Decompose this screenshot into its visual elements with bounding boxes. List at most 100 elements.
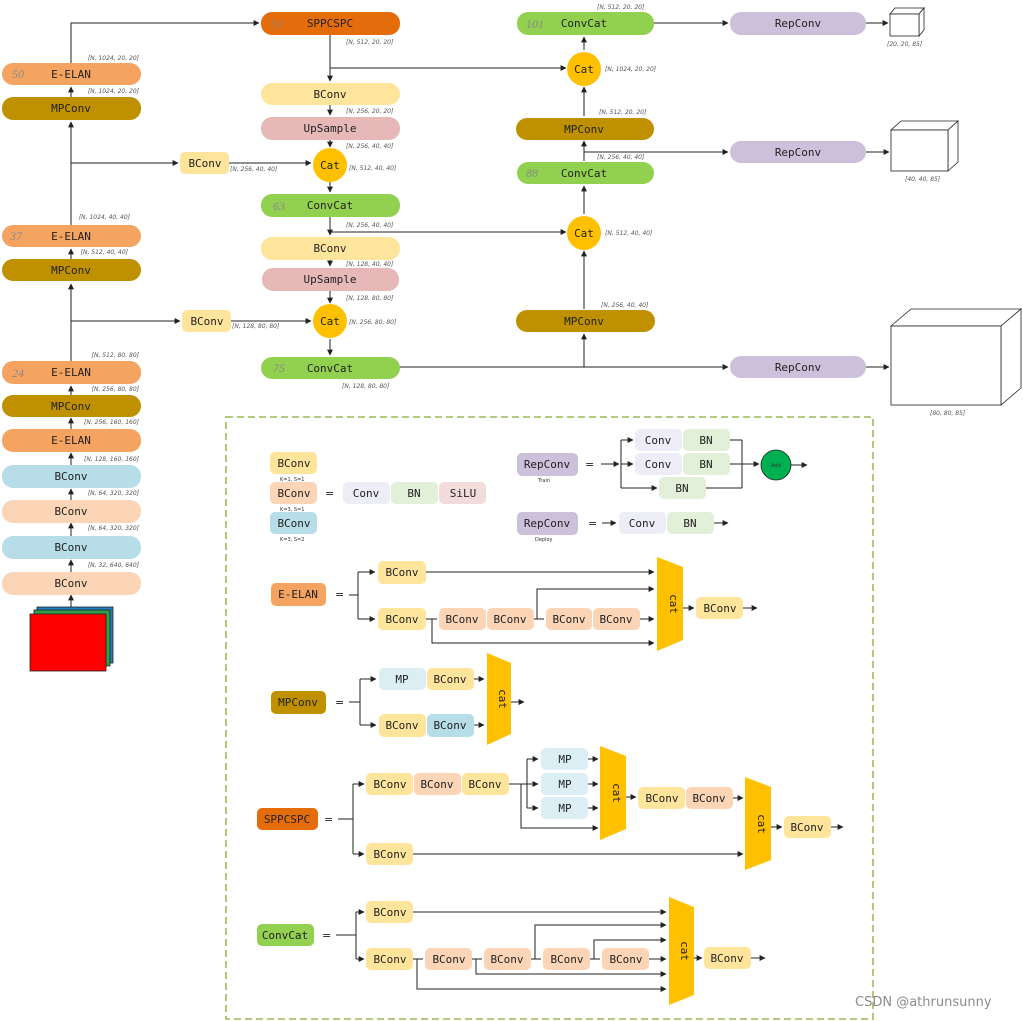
svg-text:88: 88: [526, 166, 538, 180]
svg-text:BN: BN: [675, 482, 688, 495]
svg-text:E-ELAN: E-ELAN: [51, 434, 91, 447]
svg-text:ConvCat: ConvCat: [307, 199, 353, 212]
svg-text:BConv: BConv: [609, 953, 642, 966]
svg-text:RepConv: RepConv: [524, 458, 571, 471]
svg-text:BConv: BConv: [599, 613, 632, 626]
legend-convcat: ConvCat = BConv BConv BConv BConv BConv …: [257, 897, 766, 1005]
input-image: [29, 606, 114, 672]
svg-text:BConv: BConv: [645, 792, 678, 805]
svg-text:=: =: [335, 696, 344, 709]
head-convcat-88: 88 ConvCat: [517, 162, 654, 184]
head-repconv-1: RepConv: [730, 12, 866, 35]
backbone-bconv-1: BConv: [2, 465, 141, 488]
neck-upsample-1: UpSample: [261, 117, 400, 140]
svg-text:Conv: Conv: [645, 434, 672, 447]
svg-text:BConv: BConv: [385, 613, 418, 626]
dim-out1: [20, 20, 85]: [887, 41, 923, 48]
neck-convcat-75: 75 ConvCat: [261, 357, 400, 379]
svg-text:37: 37: [9, 229, 23, 243]
svg-text:BConv: BConv: [710, 952, 743, 965]
side-bconv-1: BConv: [180, 152, 229, 174]
dim-mp37: [N, 512, 40, 40]: [81, 249, 129, 256]
head-repconv-2: RepConv: [730, 141, 866, 163]
backbone-bconv-2: BConv: [2, 500, 141, 523]
svg-text:BConv: BConv: [313, 88, 346, 101]
backbone-elan-b: E-ELAN: [2, 429, 141, 452]
dim-bconv1: [N, 128, 160, 160]: [84, 456, 140, 463]
dim-convcat88: [N, 256, 40, 40]: [597, 154, 645, 161]
neck-sppcspc: 51 SPPCSPC: [261, 12, 400, 35]
svg-text:K=1, S=1: K=1, S=1: [280, 477, 304, 483]
svg-text:ConvCat: ConvCat: [561, 17, 607, 30]
backbone-mpconv-37: MPConv: [2, 259, 141, 281]
svg-text:MPConv: MPConv: [51, 102, 91, 115]
dim-elan24: [N, 512, 80, 80]: [92, 352, 140, 359]
svg-text:cat: cat: [667, 594, 680, 614]
svg-text:Deploy: Deploy: [535, 537, 553, 543]
svg-text:ConvCat: ConvCat: [561, 167, 607, 180]
svg-text:BConv: BConv: [493, 613, 526, 626]
svg-text:BConv: BConv: [277, 487, 310, 500]
svg-text:BConv: BConv: [190, 315, 223, 328]
svg-text:RepConv: RepConv: [775, 361, 822, 374]
svg-text:BConv: BConv: [445, 613, 478, 626]
svg-text:63: 63: [273, 199, 285, 213]
legend-repconv-train: RepConv Train = Conv BN Conv BN BN Add: [517, 429, 808, 499]
svg-text:K=3, S=1: K=3, S=1: [280, 507, 304, 513]
svg-text:=: =: [325, 487, 334, 500]
svg-text:UpSample: UpSample: [304, 273, 357, 286]
dim-out3: [80, 80, 85]: [930, 410, 966, 417]
svg-text:MP: MP: [558, 753, 572, 766]
svg-text:BConv: BConv: [432, 953, 465, 966]
svg-text:Add: Add: [771, 463, 781, 469]
legend-repconv-deploy: RepConv Deploy = Conv BN: [517, 512, 729, 543]
svg-text:BConv: BConv: [790, 821, 823, 834]
svg-text:MPConv: MPConv: [51, 400, 91, 413]
svg-text:E-ELAN: E-ELAN: [51, 366, 91, 379]
svg-text:cat: cat: [610, 783, 623, 803]
svg-text:51: 51: [271, 17, 283, 31]
svg-text:ConvCat: ConvCat: [262, 929, 308, 942]
svg-text:BN: BN: [683, 517, 696, 530]
svg-text:Conv: Conv: [645, 458, 672, 471]
neck-convcat-63: 63 ConvCat: [261, 194, 400, 217]
legend-elan: E-ELAN = BConv BConv BConv BConv BConv B…: [271, 557, 758, 651]
svg-text:cat: cat: [755, 814, 768, 834]
backbone-mpconv-24: MPConv: [2, 395, 141, 417]
legend-sppcspc: SPPCSPC = BConv BConv BConv MP MP MP cat…: [257, 746, 844, 870]
svg-text:SiLU: SiLU: [450, 487, 477, 500]
svg-text:BConv: BConv: [54, 577, 87, 590]
svg-text:MP: MP: [558, 802, 572, 815]
svg-text:=: =: [335, 588, 344, 601]
dim-convcat63: [N, 256, 40, 40]: [346, 222, 394, 229]
svg-text:MP: MP: [395, 673, 409, 686]
svg-text:BConv: BConv: [703, 602, 736, 615]
neck-bconv-mid: BConv: [261, 237, 400, 260]
svg-text:BConv: BConv: [692, 792, 725, 805]
svg-text:Cat: Cat: [574, 227, 594, 240]
dim-convcat75: [N, 128, 80, 80]: [342, 383, 390, 390]
head-cat-101: Cat: [567, 52, 601, 86]
svg-text:Cat: Cat: [574, 63, 594, 76]
svg-text:BN: BN: [699, 434, 712, 447]
dim-side-bconv1: [N, 256, 40, 40]: [230, 166, 278, 173]
dim-cat1: [N, 512, 40, 40]: [349, 165, 397, 172]
dim-bconv2: [N, 64, 320, 320]: [88, 490, 140, 497]
svg-text:BConv: BConv: [54, 505, 87, 518]
neck-cat-1: Cat: [313, 148, 347, 182]
svg-text:BConv: BConv: [552, 613, 585, 626]
dim-bconv4: [N, 32, 640, 640]: [88, 562, 140, 569]
dim-upsample2: [N, 128, 80, 80]: [346, 295, 394, 302]
dim-convcat101: [N, 512, 20, 20]: [597, 4, 645, 11]
svg-text:BN: BN: [699, 458, 712, 471]
svg-text:BConv: BConv: [277, 517, 310, 530]
legend-bconv: BConv K=1, S=1 BConv K=3, S=1 BConv K=3,…: [270, 452, 486, 543]
neck-upsample-2: UpSample: [262, 268, 399, 291]
svg-text:UpSample: UpSample: [304, 122, 357, 135]
svg-text:MPConv: MPConv: [278, 696, 318, 709]
dim-bconv-top: [N, 256, 20, 20]: [346, 108, 394, 115]
dim-mp101: [N, 512, 20, 20]: [599, 109, 647, 116]
svg-text:cat: cat: [678, 941, 691, 961]
svg-text:E-ELAN: E-ELAN: [278, 588, 318, 601]
